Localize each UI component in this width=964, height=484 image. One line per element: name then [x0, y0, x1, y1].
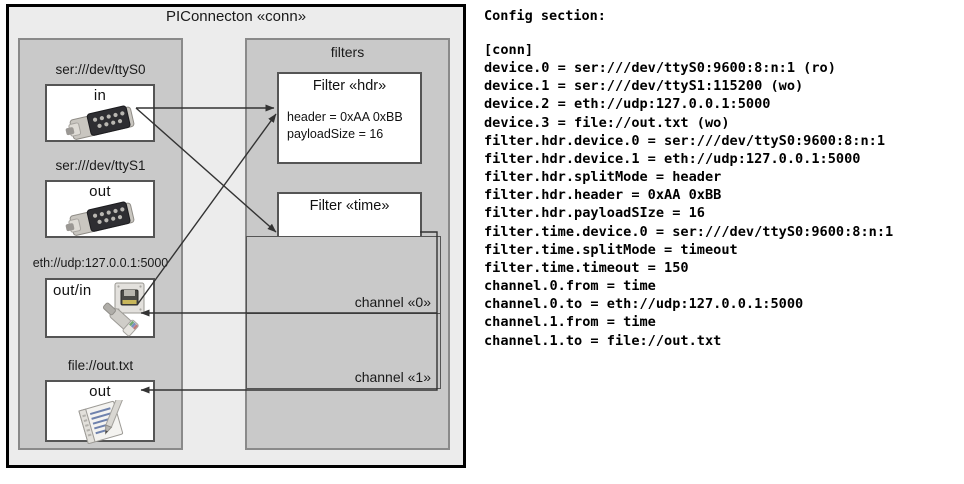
- ethernet-jack-icon: [99, 282, 155, 343]
- text-file-icon: [77, 396, 135, 449]
- device-label-ttys1: ser:///dev/ttyS1: [55, 158, 146, 173]
- filters-panel: filters Filter «hdr» header = 0xAA 0xBB …: [245, 38, 450, 450]
- devices-panel: ser:///dev/ttyS0 in: [18, 38, 183, 450]
- device-box-file[interactable]: out: [45, 380, 155, 445]
- device-mode-ttys1: out: [89, 183, 111, 200]
- channel-0-label: channel «0»: [354, 294, 431, 310]
- device-label-ttys0: ser:///dev/ttyS0: [55, 62, 146, 77]
- filter-hdr-prop-header: header = 0xAA 0xBB: [287, 110, 403, 124]
- device-label-file: file://out.txt: [67, 358, 134, 373]
- channel-1-label: channel «1»: [354, 369, 431, 385]
- architecture-diagram: PIConnecton «conn» ser:///dev/ttyS0 in: [0, 0, 472, 478]
- config-lines: [conn] device.0 = ser:///dev/ttyS0:9600:…: [484, 42, 894, 349]
- serial-port-icon: [63, 200, 143, 243]
- serial-port-icon: [63, 104, 143, 147]
- filter-card-hdr[interactable]: Filter «hdr» header = 0xAA 0xBB payloadS…: [277, 72, 422, 164]
- filter-hdr-prop-payloadsize: payloadSize = 16: [287, 127, 384, 141]
- edge-channel0-to-eth: [140, 231, 438, 317]
- edge-channel1-to-file: [140, 313, 438, 394]
- filter-hdr-title: Filter «hdr»: [312, 78, 387, 94]
- filters-panel-title: filters: [330, 44, 365, 60]
- edge-ttys0-to-time: [135, 107, 277, 233]
- device-mode-file: out: [89, 383, 111, 400]
- device-box-eth[interactable]: out/in: [45, 278, 155, 338]
- device-box-ttys0[interactable]: in: [45, 84, 155, 142]
- channel-box-1: channel «1»: [246, 313, 441, 389]
- device-box-ttys1[interactable]: out: [45, 180, 155, 238]
- device-mode-ttys0: in: [93, 87, 107, 104]
- config-heading: Config section:: [484, 8, 606, 24]
- edge-eth-to-hdr: [136, 113, 277, 306]
- diagram-edges: [135, 104, 438, 394]
- device-label-eth: eth://udp:127.0.0.1:5000: [32, 256, 169, 270]
- diagram-title: PIConnecton «conn»: [165, 8, 307, 25]
- device-mode-eth: out/in: [53, 282, 92, 299]
- config-section: Config section: [conn] device.0 = ser://…: [478, 0, 964, 484]
- filter-time-title: Filter «time»: [309, 198, 390, 214]
